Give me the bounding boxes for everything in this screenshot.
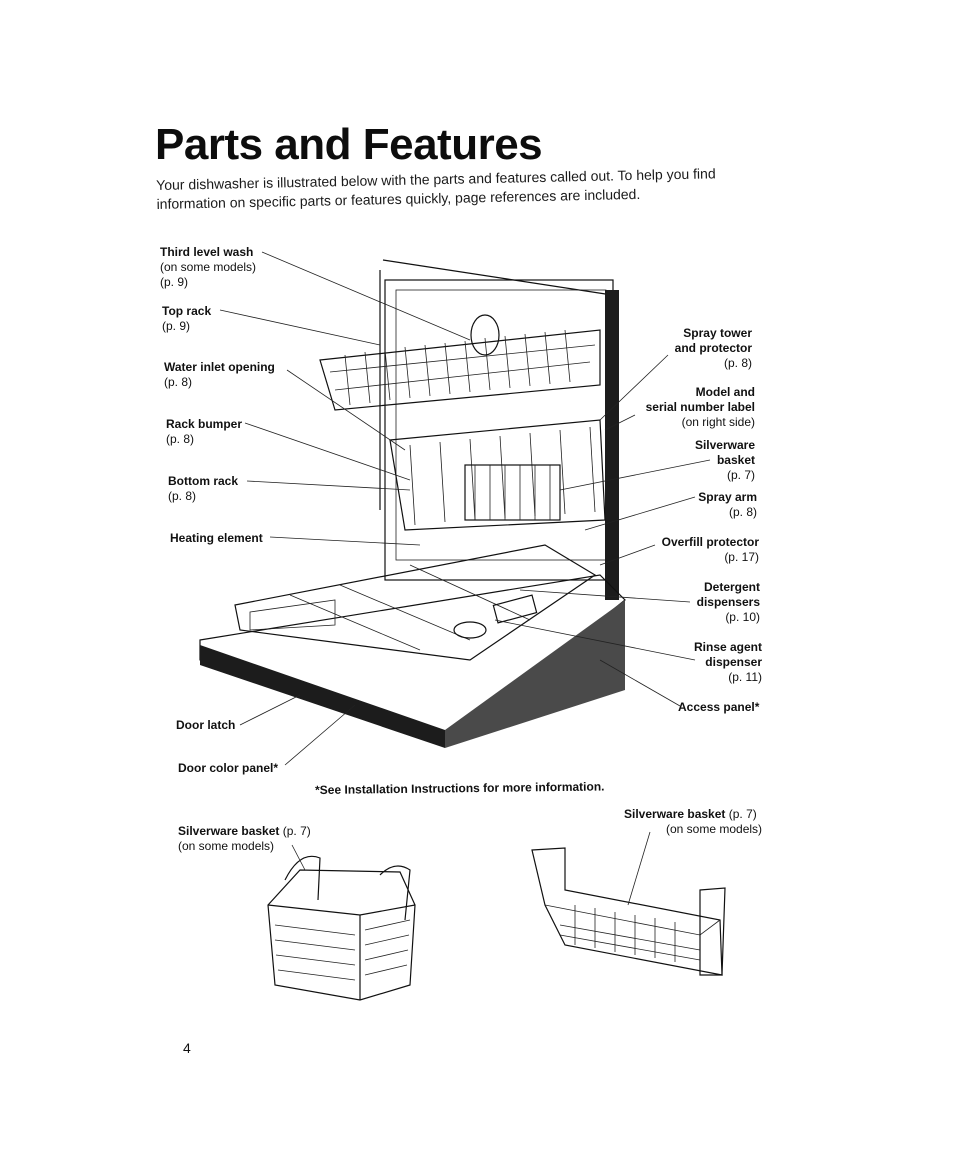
callout-name: Water inlet opening — [164, 360, 275, 374]
open-door — [199, 544, 626, 748]
callout-name: Detergent — [703, 580, 760, 594]
caption-page: (p. 7) — [282, 824, 311, 838]
callout-access-panel: Access panel* — [678, 700, 759, 715]
caption-sub: (on some models) — [666, 822, 763, 836]
leader-lines — [219, 251, 711, 766]
bottom-rack — [389, 419, 606, 531]
callout-page: (p. 8) — [728, 505, 757, 519]
callout-door-latch: Door latch — [176, 718, 235, 733]
callout-name: Heating element — [170, 531, 263, 545]
callout-name: Overfill protector — [661, 535, 759, 549]
callout-sub: (on some models) — [160, 260, 257, 274]
callout-bottom-rack: Bottom rack (p. 8) — [168, 474, 238, 504]
callout-page: (p. 8) — [168, 489, 197, 503]
callout-page: (p. 9) — [160, 275, 189, 289]
tub-frame — [379, 259, 619, 600]
callout-page: (p. 8) — [164, 375, 193, 389]
callout-page: (p. 7) — [726, 468, 755, 482]
callout-detergent-dispensers: Detergent dispensers (p. 10) — [640, 580, 760, 625]
callout-name-line2: and protector — [674, 341, 752, 355]
callout-third-level-wash: Third level wash (on some models) (p. 9) — [160, 245, 256, 290]
callout-page: (p. 9) — [162, 319, 191, 333]
caption-name: Silverware basket — [624, 807, 726, 821]
callout-model-serial: Model and serial number label (on right … — [620, 385, 755, 430]
caption-silverware-basket-left: Silverware basket (p. 7) (on some models… — [178, 824, 311, 854]
callout-overfill-protector: Overfill protector (p. 17) — [640, 535, 759, 565]
callout-name: Door color panel* — [178, 761, 279, 775]
callout-sub: (on right side) — [681, 415, 755, 429]
callout-water-inlet: Water inlet opening (p. 8) — [164, 360, 275, 390]
callout-name: Third level wash — [160, 245, 254, 259]
callout-page: (p. 11) — [728, 670, 762, 684]
callout-name: Bottom rack — [168, 474, 239, 488]
callout-silverware-basket: Silverware basket (p. 7) — [640, 438, 755, 483]
callout-name-line2: dispenser — [705, 655, 762, 669]
callout-page: (p. 17) — [724, 550, 759, 564]
callout-name: Top rack — [162, 304, 212, 318]
callout-page: (p. 8) — [723, 356, 752, 370]
callout-name-line2: serial number label — [645, 400, 755, 414]
caption-silverware-basket-right: Silverware basket (p. 7) (on some models… — [624, 807, 762, 837]
callout-spray-tower: Spray tower and protector (p. 8) — [630, 326, 752, 371]
callout-page: (p. 8) — [166, 432, 195, 446]
silverware-basket-small-illustration — [267, 844, 416, 1001]
caption-name: Silverware basket — [178, 824, 280, 838]
callout-spray-arm: Spray arm (p. 8) — [640, 490, 757, 520]
callout-heating-element: Heating element — [170, 531, 263, 546]
callout-page: (p. 10) — [725, 610, 760, 624]
callout-name: Rack bumper — [166, 417, 243, 431]
callout-name: Spray tower — [683, 326, 752, 340]
page-title: Parts and Features — [155, 120, 543, 169]
callout-door-color-panel: Door color panel* — [178, 761, 278, 776]
callout-name: Rinse agent — [693, 640, 762, 654]
callout-rinse-agent: Rinse agent dispenser (p. 11) — [640, 640, 762, 685]
callout-name: Model and — [695, 385, 755, 399]
callout-name-line2: basket — [716, 453, 755, 467]
callout-rack-bumper: Rack bumper (p. 8) — [166, 417, 242, 447]
silverware-basket-long-illustration — [531, 831, 726, 976]
page-number: 4 — [183, 1040, 191, 1056]
callout-name: Spray arm — [698, 490, 757, 504]
callout-name-line2: dispensers — [696, 595, 760, 609]
caption-page: (p. 7) — [728, 807, 757, 821]
top-rack — [319, 314, 601, 411]
caption-sub: (on some models) — [178, 839, 275, 853]
callout-name: Door latch — [176, 718, 236, 732]
callout-top-rack: Top rack (p. 9) — [162, 304, 211, 334]
callout-name: Silverware — [694, 438, 755, 452]
callout-name: Access panel* — [678, 700, 760, 714]
